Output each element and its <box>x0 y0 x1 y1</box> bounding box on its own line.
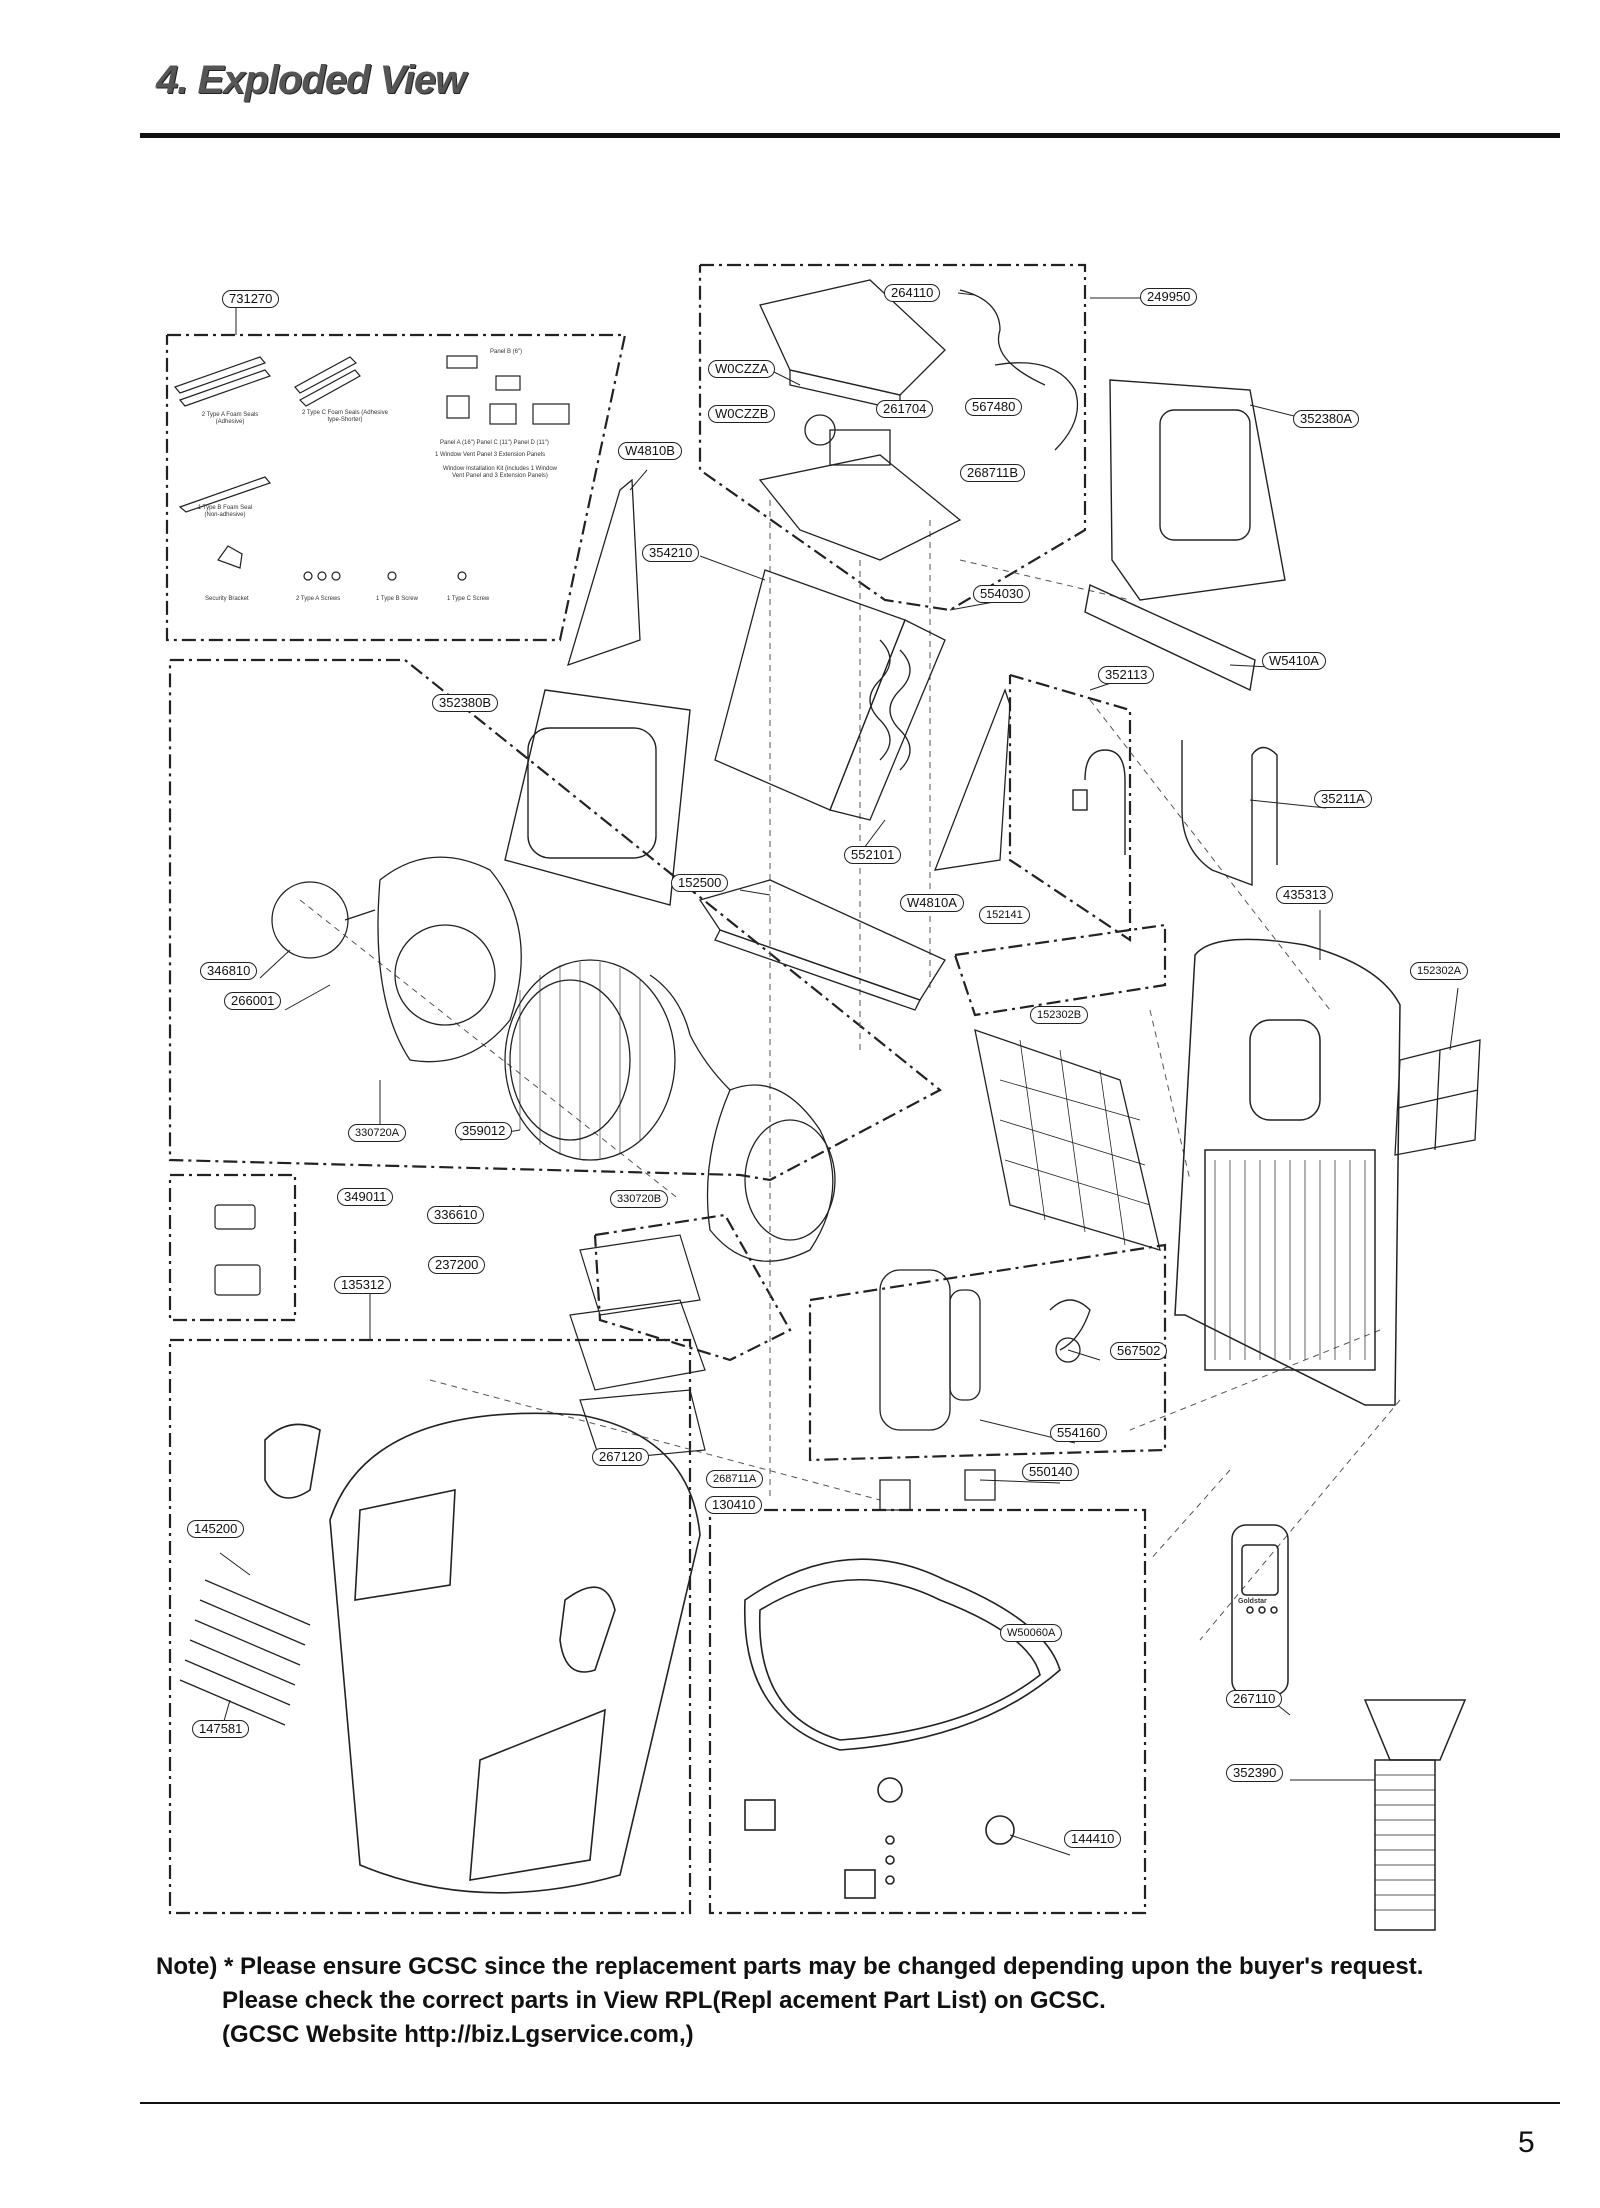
note-line-3: (GCSC Website http://biz.Lgservice.com,) <box>222 2021 694 2048</box>
replacement-note: Note) * Please ensure GCSC since the rep… <box>156 1950 1423 2052</box>
part-label: 550140 <box>1022 1463 1080 1481</box>
louvers <box>179 1579 311 1726</box>
rear-cabinet <box>1174 938 1401 1406</box>
part-label: 336610 <box>427 1206 485 1224</box>
kit-vent-panel: 1 Window Vent Panel 3 Extension Panels <box>435 452 546 458</box>
exhaust-hose <box>1363 1699 1467 1931</box>
part-label: 152302B <box>1030 1006 1089 1024</box>
front-cabinet <box>264 1412 701 1894</box>
remote-brand: Goldstar <box>1238 1598 1267 1605</box>
part-label: 435313 <box>1276 886 1334 904</box>
part-label: 144410 <box>1064 1830 1122 1848</box>
part-label: 152500 <box>671 874 729 892</box>
part-label: 554160 <box>1050 1424 1108 1442</box>
remote-control <box>1231 1524 1289 1696</box>
note-line-1: Note) * Please ensure GCSC since the rep… <box>156 1953 1424 1980</box>
part-label: 352390 <box>1226 1764 1284 1782</box>
part-label: 567480 <box>965 398 1023 416</box>
part-label: 346810 <box>200 962 258 980</box>
page-number: 5 <box>1518 2126 1535 2159</box>
air-guides <box>504 379 1286 906</box>
accessory-kit-outline <box>165 333 627 642</box>
page-title: 4. Exploded View <box>156 58 466 102</box>
note-line-2: Please check the correct parts in View R… <box>222 1987 1106 2014</box>
kit-panel-b: Panel B (6") <box>490 349 523 355</box>
part-label: 264110 <box>884 284 941 302</box>
bottom-rule <box>140 2102 1560 2104</box>
part-label: W0CZZB <box>708 405 776 423</box>
part-label: 330720A <box>348 1124 407 1142</box>
part-label: 354210 <box>642 544 700 562</box>
kit-seal-c: 2 Type C Foam Seals (Adhesive type-Short… <box>302 410 388 423</box>
base-pan <box>744 1558 1061 1899</box>
kit-panels: Panel A (16") Panel C (11") Panel D (11"… <box>440 440 549 446</box>
part-label: 349011 <box>337 1188 394 1206</box>
stopper-outline <box>953 923 1167 1017</box>
leader-lines <box>219 292 1459 1856</box>
part-label: 130410 <box>705 1496 763 1514</box>
control-box-outline <box>698 263 1087 612</box>
part-label: 145200 <box>187 1520 245 1538</box>
fan-assembly <box>271 856 836 1262</box>
kit-screw-c: 1 Type C Screw <box>447 596 490 602</box>
control-box <box>758 279 1079 561</box>
kit-seal-a: 2 Type A Foam Seals (Adhesive) <box>201 412 259 425</box>
part-label: 152141 <box>979 906 1030 924</box>
guide-lines <box>299 500 1401 1641</box>
part-label: 267120 <box>592 1448 650 1466</box>
part-label: W0CZZA <box>708 360 776 378</box>
kit-screw-b: 1 Type B Screw <box>376 596 418 602</box>
drain-pipe-outline <box>1008 673 1132 943</box>
part-label: 554030 <box>973 585 1031 603</box>
group-outlines <box>165 263 1167 1915</box>
part-label: 352113 <box>1098 666 1155 684</box>
base-outline <box>708 1508 1147 1915</box>
part-label: 237200 <box>428 1256 486 1274</box>
display-outline <box>593 1213 792 1362</box>
part-label: W5410A <box>1262 652 1326 670</box>
switch-display <box>214 1204 706 1461</box>
switch-outline <box>168 1173 297 1322</box>
kit-screws-a: 2 Type A Screws <box>296 596 341 602</box>
kit-description: Window Installation Kit (includes 1 Wind… <box>442 466 558 479</box>
part-label: W4810A <box>900 894 964 912</box>
part-label: 268711B <box>960 464 1026 482</box>
kit-bracket: Security Bracket <box>205 596 249 602</box>
part-label: 152302A <box>1410 962 1469 980</box>
front-cabinet-outline <box>168 1338 692 1915</box>
part-label: 731270 <box>222 290 280 308</box>
part-label: 330720B <box>610 1190 669 1208</box>
part-label: 268711A <box>706 1470 764 1488</box>
part-label: W50060A <box>1000 1624 1063 1642</box>
part-label: 352380A <box>1293 410 1360 428</box>
part-label: 147581 <box>192 1720 250 1738</box>
compressor <box>879 1269 1091 1511</box>
part-label: 359012 <box>455 1122 513 1140</box>
part-label: 261704 <box>876 400 934 418</box>
accessory-kit-parts <box>173 355 570 581</box>
part-label: 352380B <box>432 694 499 712</box>
drain-pan <box>698 879 946 1011</box>
part-label: 267110 <box>1226 1690 1283 1708</box>
kit-seal-b: 1 Type B Foam Seal (Non-adhesive) <box>197 505 253 518</box>
filters <box>974 1029 1481 1251</box>
part-label: 552101 <box>844 846 902 864</box>
blower-outline <box>168 658 942 1182</box>
part-label: 567502 <box>1110 1342 1168 1360</box>
compressor-outline <box>808 1243 1167 1462</box>
part-label: 35211A <box>1314 790 1372 808</box>
part-label: 249950 <box>1140 288 1198 306</box>
part-label: 266001 <box>224 992 282 1010</box>
part-label: W4810B <box>618 442 682 460</box>
part-label: 135312 <box>334 1276 392 1294</box>
pipes <box>1072 740 1278 887</box>
top-rule <box>140 133 1560 138</box>
evaporator <box>567 478 1011 871</box>
